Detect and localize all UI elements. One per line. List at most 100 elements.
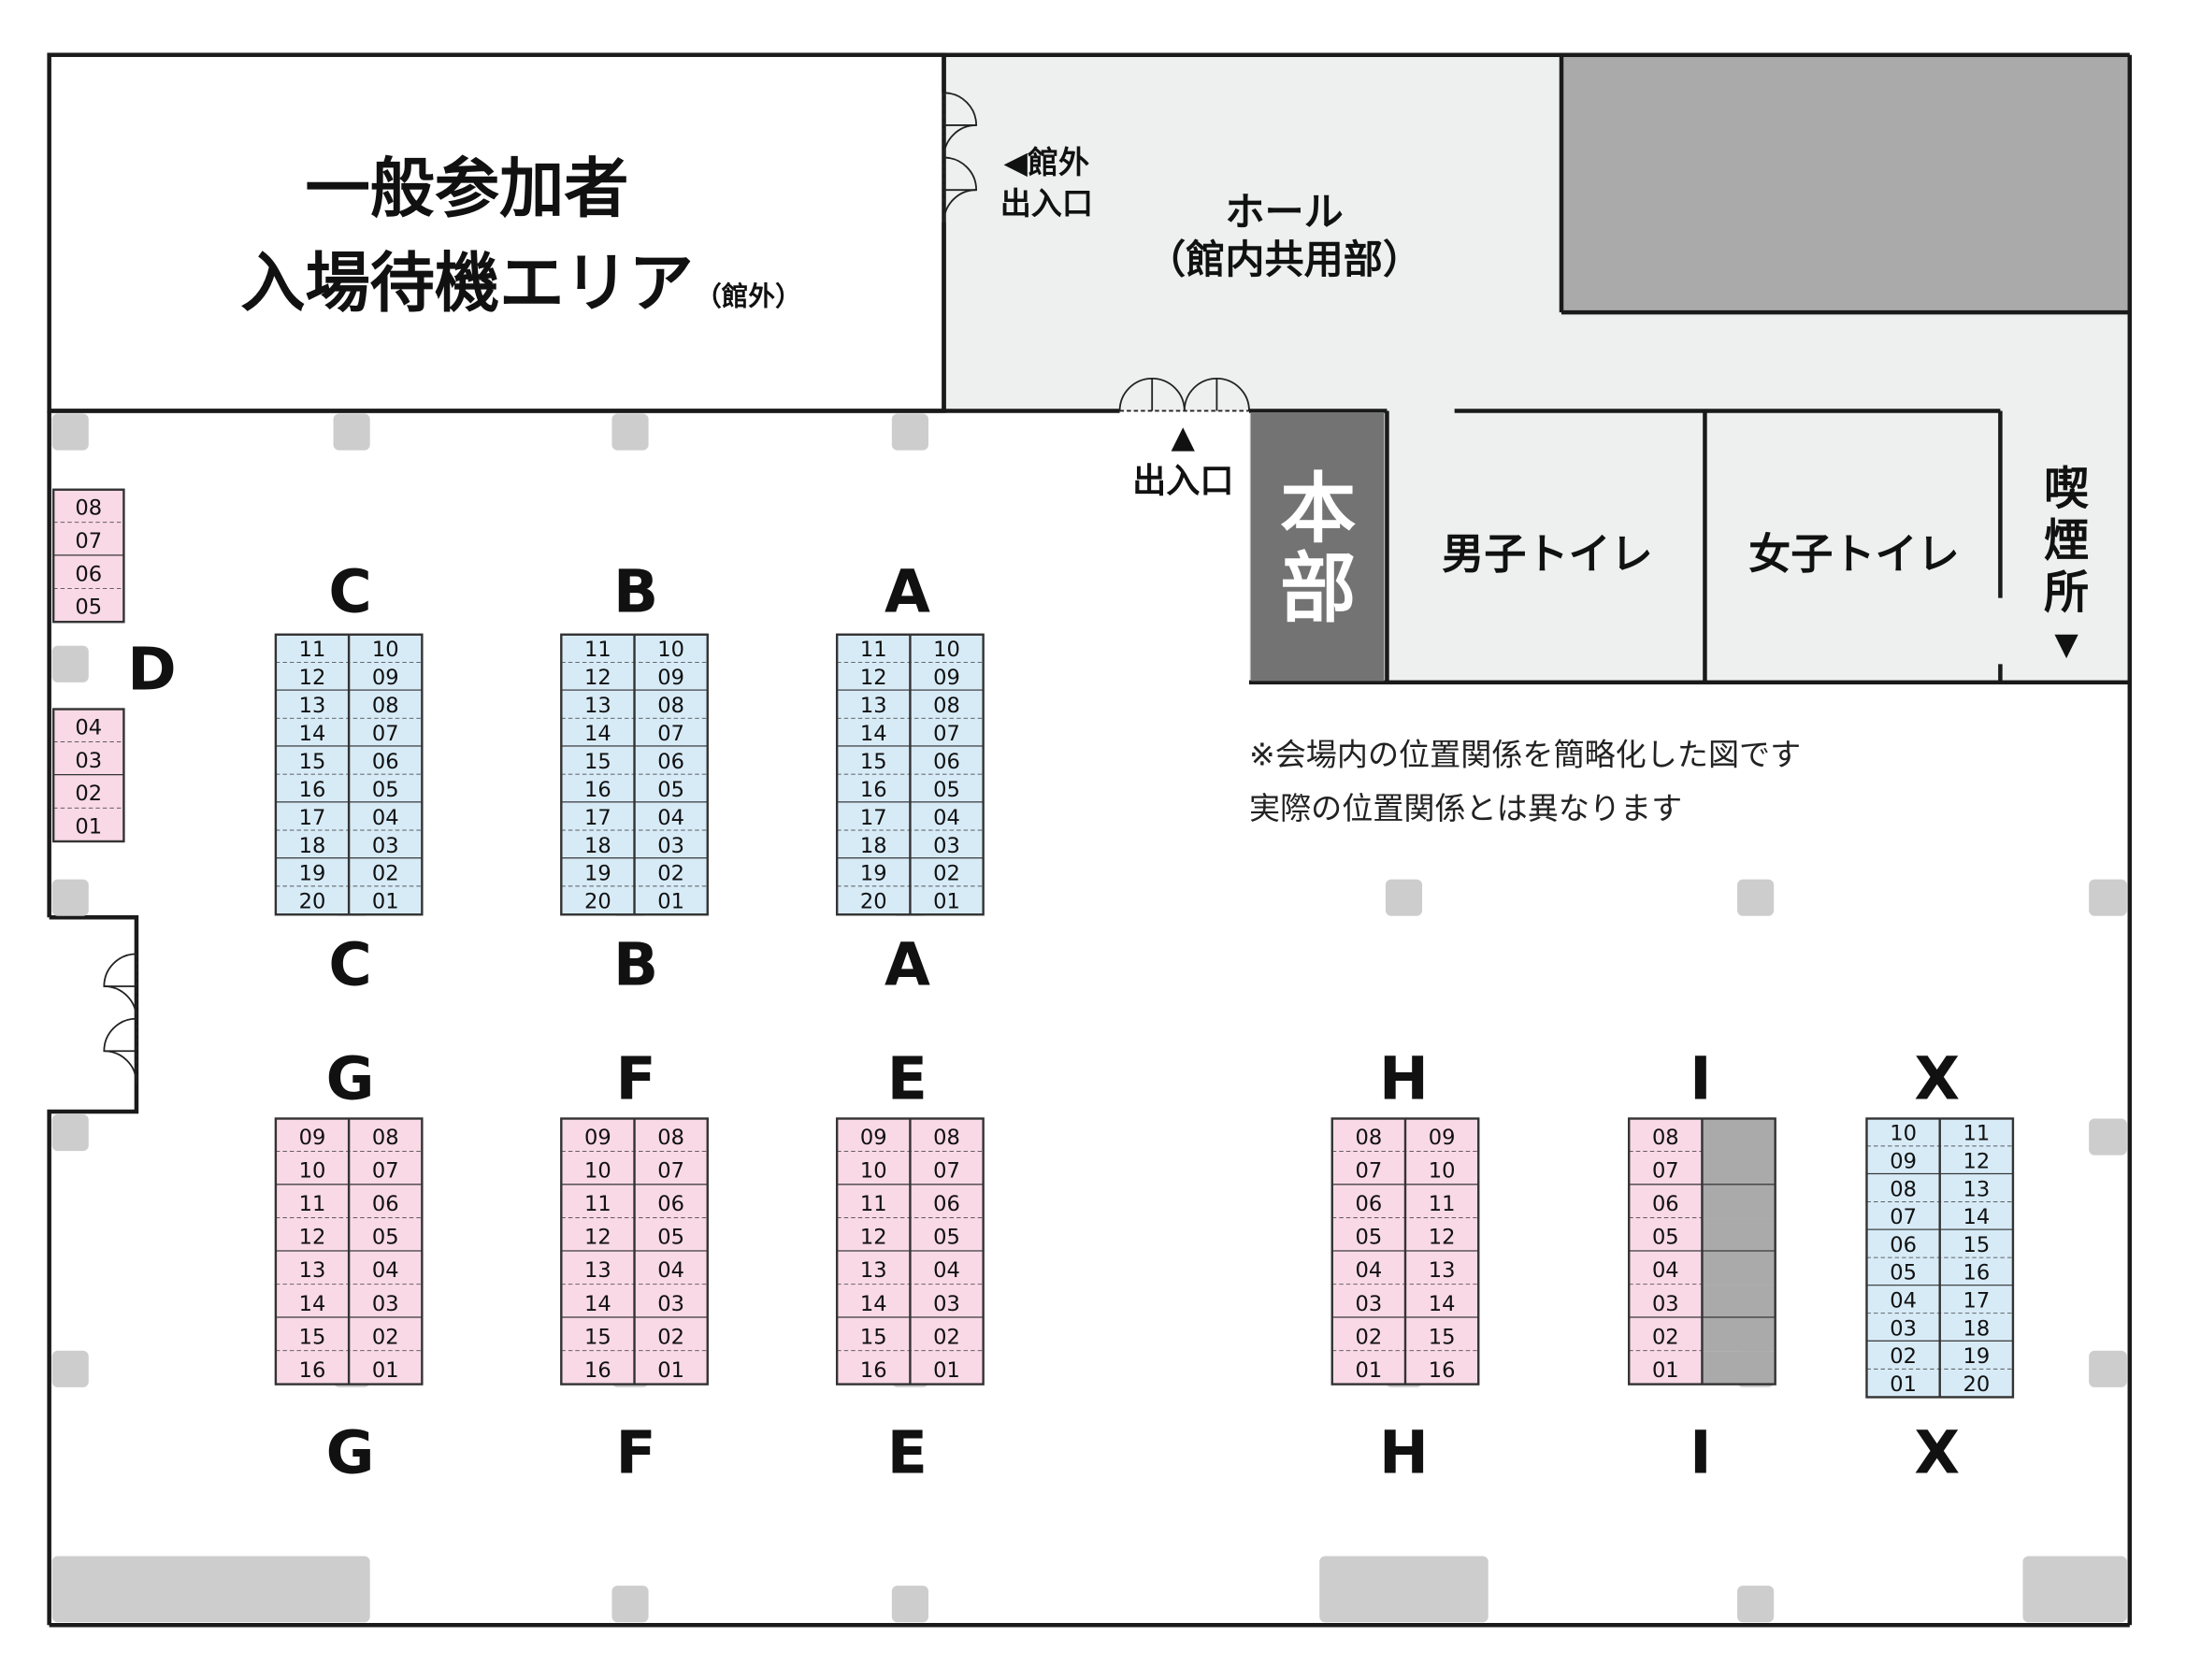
seat-number: 10 [1429,1159,1456,1184]
seat-number: 01 [1890,1372,1917,1397]
table-cell [1404,1185,1479,1219]
table-cell [1629,1118,1703,1152]
table-cell [837,774,911,803]
table-cell [837,746,911,775]
table-cell [349,662,423,691]
seat-number: 11 [1963,1122,1990,1146]
table-cell [1866,1285,1940,1314]
seat-number: 05 [75,596,102,620]
table-cell [1866,1201,1940,1230]
table-cell [634,746,708,775]
waiting-area-note: （館外） [695,280,801,312]
table-cell [1331,1218,1405,1252]
seat-number: 17 [584,806,611,830]
door-outside-icon [942,92,978,223]
seat-number: 01 [933,890,960,914]
seat-number: 04 [657,806,684,830]
seat-number: 01 [1356,1358,1383,1383]
table-cell [1404,1317,1479,1352]
table-cell [634,774,708,803]
seat-number: 09 [584,1126,611,1150]
table-cell [837,886,911,915]
table-cell [1866,1341,1940,1370]
notice-line1: ※会場内の位置関係を簡略化した図です [1249,737,1801,773]
table-cell [561,1251,635,1285]
seat-number: 03 [657,834,684,858]
seat-number: 04 [933,1258,960,1283]
table-cell [1629,1218,1703,1252]
table-cell [561,746,635,775]
table-cell [1866,1174,1940,1202]
table-cell [1939,1257,2013,1286]
table-cell [349,1251,423,1285]
seat-number: 05 [1652,1226,1679,1250]
toilet-area [1248,410,2130,682]
table-cell [561,802,635,831]
row-letter-f-bottom: F [615,1418,655,1487]
seat-number: 17 [299,806,326,830]
table-cell [634,1118,708,1152]
table-cell [561,662,635,691]
seat-number: 01 [657,1358,684,1383]
table-cell [349,690,423,719]
seat-number: 06 [657,750,684,774]
seat-number: 16 [1963,1261,1990,1285]
table-cell [910,1218,984,1252]
table-cell [275,1118,350,1152]
seat-number: 16 [299,1358,326,1383]
seat-number: 11 [1429,1192,1456,1216]
seat-number: 15 [860,750,887,774]
seat-number: 06 [1890,1233,1917,1257]
seat-number: 06 [372,750,399,774]
table-cell [275,718,350,747]
seat-number: 12 [860,1226,887,1250]
smoking-label-char2: 煙 [2044,514,2089,567]
table-cell [837,634,911,663]
table-cell [1404,1118,1479,1152]
table-cell [910,1285,984,1318]
table-cell [275,858,350,887]
table-cell [1331,1151,1405,1185]
table-cell [1331,1185,1405,1219]
table-cell [275,1218,350,1252]
table-cell [349,746,423,775]
seat-number: 03 [372,1292,399,1316]
table-cell [349,830,423,859]
table-cell [349,1151,423,1185]
table-cell [561,1218,635,1252]
table-cell [1404,1151,1479,1185]
seat-number: 13 [1429,1258,1456,1283]
seat-number: 02 [933,862,960,886]
row-letter-i-top: I [1690,1043,1712,1113]
seat-number: 13 [299,1258,326,1283]
smoking-arrow-icon: ▼ [2054,625,2078,662]
seat-number: 18 [299,834,326,858]
seat-number: 02 [657,1325,684,1349]
waiting-area-title-line2: 入場待機エリア [240,247,693,322]
seat-number: 14 [584,1292,611,1316]
table-cell [1629,1251,1703,1285]
table-cell [561,690,635,719]
table-cell [561,1351,635,1385]
table-cell [275,886,350,915]
seat-number: 11 [299,1192,326,1216]
seat-number: 03 [75,749,102,773]
table-cell [837,690,911,719]
seat-number: 03 [933,1292,960,1316]
table-cell [634,1317,708,1352]
seat-number: 02 [933,1325,960,1349]
table-cell [1939,1118,2013,1147]
seat-number: 10 [584,1159,611,1184]
table-cell [837,662,911,691]
seat-number: 09 [1429,1126,1456,1150]
row-letter-e-bottom: E [887,1418,928,1487]
seat-number: 11 [584,1192,611,1216]
seat-number: 07 [372,1159,399,1184]
table-cell [275,1151,350,1185]
seat-number: 18 [584,834,611,858]
seat-number: 01 [372,1358,399,1383]
seat-number: 16 [1429,1358,1456,1383]
